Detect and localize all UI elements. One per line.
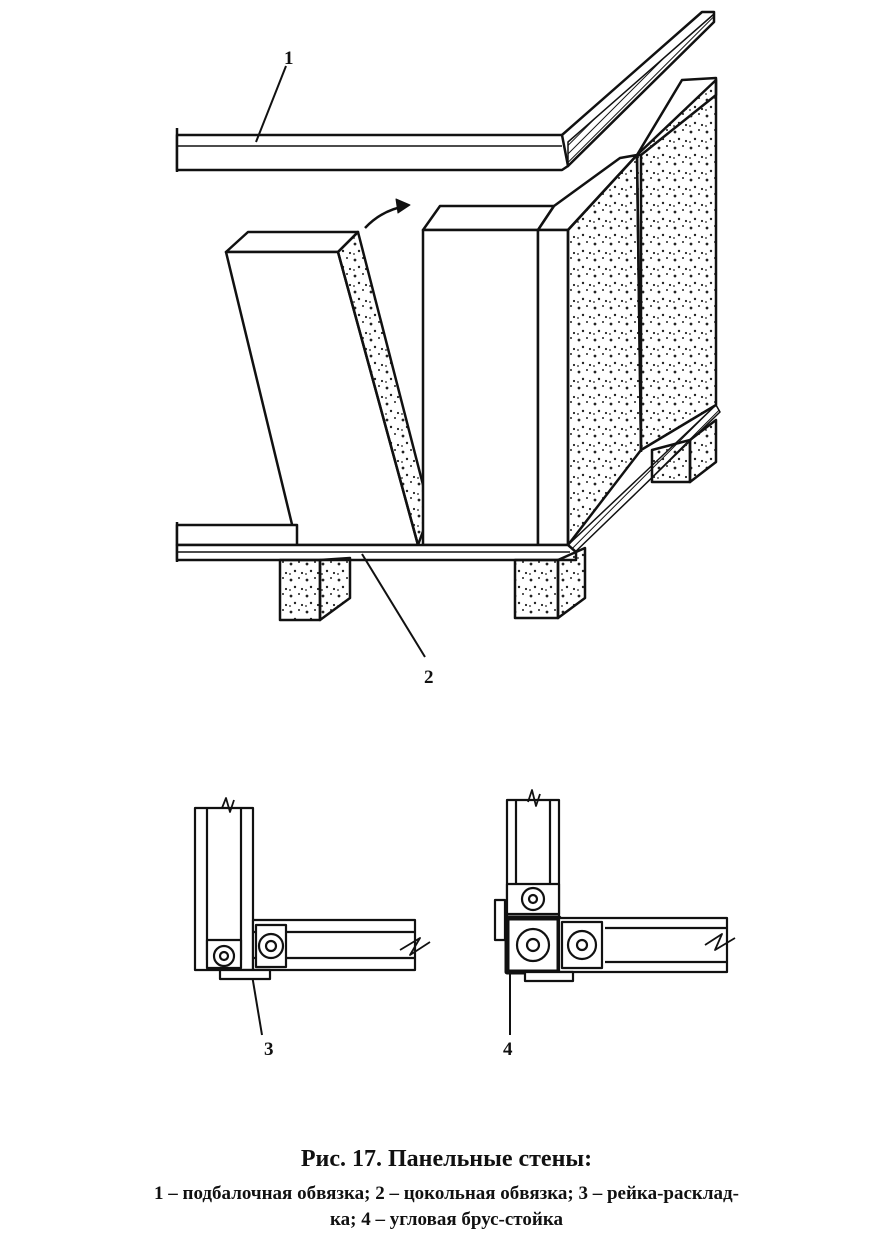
label-3: 3 [264, 1039, 274, 1060]
figure-caption-title: Рис. 17. Панельные стены: [300, 1146, 593, 1172]
motion-arrow [364, 198, 411, 229]
plan-detail-4 [493, 789, 736, 983]
top-beam [175, 10, 716, 172]
figure-caption-line-2: ка; 4 – угловая брус-стойка [330, 1209, 563, 1230]
figure-caption-line-1: 1 – подбалочная обвязка; 2 – цокольная о… [154, 1183, 739, 1204]
label-4: 4 [503, 1039, 513, 1060]
leaders [251, 65, 511, 1036]
label-1: 1 [284, 48, 294, 69]
foundation-blocks [278, 418, 718, 622]
plan-detail-3 [193, 797, 431, 981]
standing-panels [421, 76, 721, 556]
label-2: 2 [424, 667, 434, 688]
tilted-panel [224, 230, 432, 547]
